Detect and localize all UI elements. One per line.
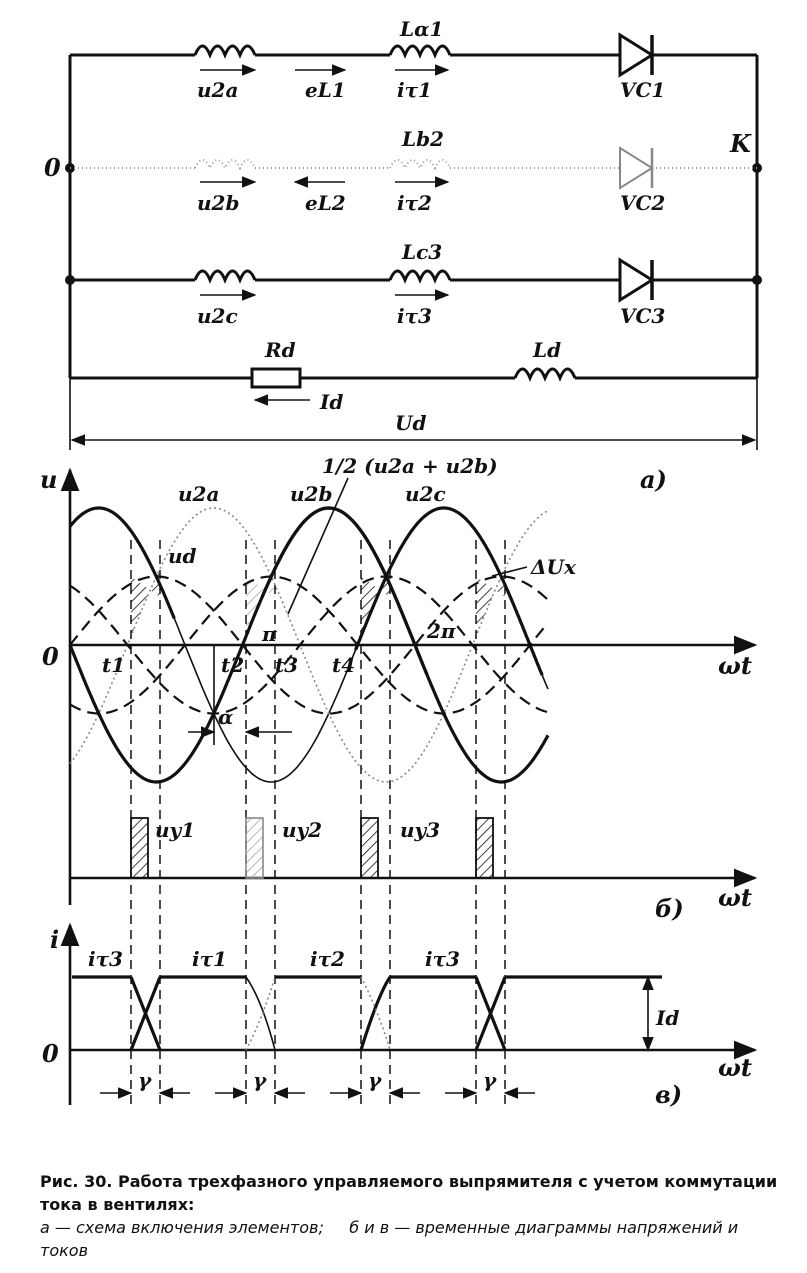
- inductor-phase-b-icon: [194, 159, 256, 171]
- figure-caption: Рис. 30. Работа трехфазного управляемого…: [40, 1170, 785, 1262]
- label-alpha: α: [218, 705, 233, 729]
- resistor-rd-icon: [250, 367, 302, 389]
- label-pi: π: [261, 622, 277, 646]
- label-uy3: uy3: [400, 818, 440, 842]
- caption-line-a: а — схема включения элементов;: [40, 1218, 324, 1237]
- label-current-it3a: iτ3: [88, 947, 123, 971]
- voltage-ylabel: u: [40, 465, 57, 494]
- phase-b-curve: [69, 507, 549, 783]
- label-la1: Lα1: [399, 17, 443, 41]
- label-ld: Ld: [532, 338, 561, 362]
- label-vc1: VC1: [620, 78, 665, 102]
- label-el1: eL1: [305, 78, 346, 102]
- phase-a-branch: [70, 32, 757, 78]
- voltage-origin: 0: [42, 642, 59, 671]
- commutation-1: [129, 976, 162, 1051]
- label-two-pi: 2π: [426, 619, 456, 643]
- inductor-lc3-icon: [388, 269, 452, 284]
- label-current-it3b: iτ3: [425, 947, 460, 971]
- half-sum-ab: [69, 575, 549, 715]
- label-half-sum: 1/2 (u2a + u2b): [322, 454, 498, 478]
- label-current-it2: iτ2: [310, 947, 345, 971]
- current-origin: 0: [42, 1039, 59, 1068]
- half-sum-leader: [287, 477, 349, 615]
- pulse-uy2: [245, 817, 264, 879]
- label-current-id: Id: [655, 1006, 679, 1030]
- label-vc3: VC3: [620, 304, 665, 328]
- label-curve-u2b: u2b: [290, 482, 332, 506]
- label-t2: t2: [221, 653, 244, 677]
- envelope-a: [68, 506, 176, 620]
- label-lc3: Lc3: [401, 240, 442, 264]
- label-t1: t1: [102, 653, 125, 677]
- label-it3: iτ3: [397, 304, 432, 328]
- panel-a-label: a): [640, 465, 667, 494]
- label-curve-u2c: u2c: [405, 482, 446, 506]
- label-curve-u2a: u2a: [178, 482, 219, 506]
- inductor-phase-c-icon: [193, 269, 257, 284]
- commutation-3: [359, 976, 392, 1051]
- current-xlabel: ωt: [718, 1053, 752, 1082]
- pulse-uy1: [130, 817, 149, 879]
- inductor-lb2-icon: [389, 159, 451, 171]
- label-el2: eL2: [305, 191, 346, 215]
- label-gamma-2: γ: [253, 1068, 267, 1092]
- current-diagram: i 0 ωt iτ3 iτ1 iτ2 iτ3 Id γ γ γ γ в): [42, 922, 758, 1109]
- label-id: Id: [319, 390, 343, 414]
- label-dux: ΔUx: [530, 555, 577, 579]
- panel-b-label: б): [655, 894, 684, 923]
- phase-voltage-curves: [68, 506, 550, 784]
- label-uy2: uy2: [282, 818, 322, 842]
- envelope-c: [260, 506, 429, 676]
- load-branch: [69, 367, 758, 450]
- thyristor-vc1-icon: [618, 32, 655, 78]
- thyristor-vc2-icon: [619, 146, 654, 190]
- label-ud: Ud: [395, 411, 426, 435]
- voltage-xlabel: ωt: [718, 651, 752, 680]
- label-gamma-3: γ: [368, 1068, 382, 1092]
- label-node-0: 0: [44, 153, 61, 182]
- half-sum-ca: [69, 575, 549, 715]
- label-current-it1: iτ1: [192, 947, 227, 971]
- voltage-diagram: u 0 ωt u2a u2b u2c 1/2 (u2a + u2b) ud ΔU…: [40, 454, 758, 1108]
- inductor-ld-icon: [513, 367, 577, 382]
- label-lb2: Lb2: [401, 127, 444, 151]
- caption-line-bv: б и в — временные диаграммы напряжений и…: [40, 1218, 739, 1260]
- label-t3: t3: [275, 653, 298, 677]
- pulse-uy3: [360, 817, 379, 879]
- current-ylabel: i: [50, 925, 59, 954]
- thyristor-vc3-icon: [618, 257, 655, 303]
- circuit-schematic: Lα1 u2a eL1 iτ1 VC1 0 K Lb2 u2b eL2 iτ2 …: [44, 17, 762, 450]
- pulse-xlabel: ωt: [718, 883, 752, 912]
- label-uy1: uy1: [155, 818, 195, 842]
- label-u2b: u2b: [197, 191, 239, 215]
- label-gamma-1: γ: [138, 1068, 152, 1092]
- label-gamma-4: γ: [483, 1068, 497, 1092]
- commutation-2: [245, 976, 276, 1051]
- phase-b-branch: [70, 146, 757, 190]
- label-it1: iτ1: [397, 78, 432, 102]
- label-u2c: u2c: [197, 304, 238, 328]
- pulse-4: [475, 817, 494, 879]
- label-t4: t4: [332, 653, 355, 677]
- phase-c-branch: [70, 257, 757, 303]
- label-curve-ud: ud: [168, 544, 197, 568]
- label-rd: Rd: [264, 338, 296, 362]
- label-node-k: K: [729, 129, 752, 158]
- inductor-la1-icon: [388, 44, 452, 59]
- label-vc2: VC2: [620, 191, 665, 215]
- label-it2: iτ2: [397, 191, 432, 215]
- panel-v-label: в): [655, 1080, 682, 1109]
- commutation-4: [474, 976, 507, 1051]
- time-dashes: [130, 540, 506, 1108]
- inductor-phase-a-icon: [193, 44, 257, 59]
- label-u2a: u2a: [197, 78, 238, 102]
- caption-title: Рис. 30. Работа трехфазного управляемого…: [40, 1172, 778, 1214]
